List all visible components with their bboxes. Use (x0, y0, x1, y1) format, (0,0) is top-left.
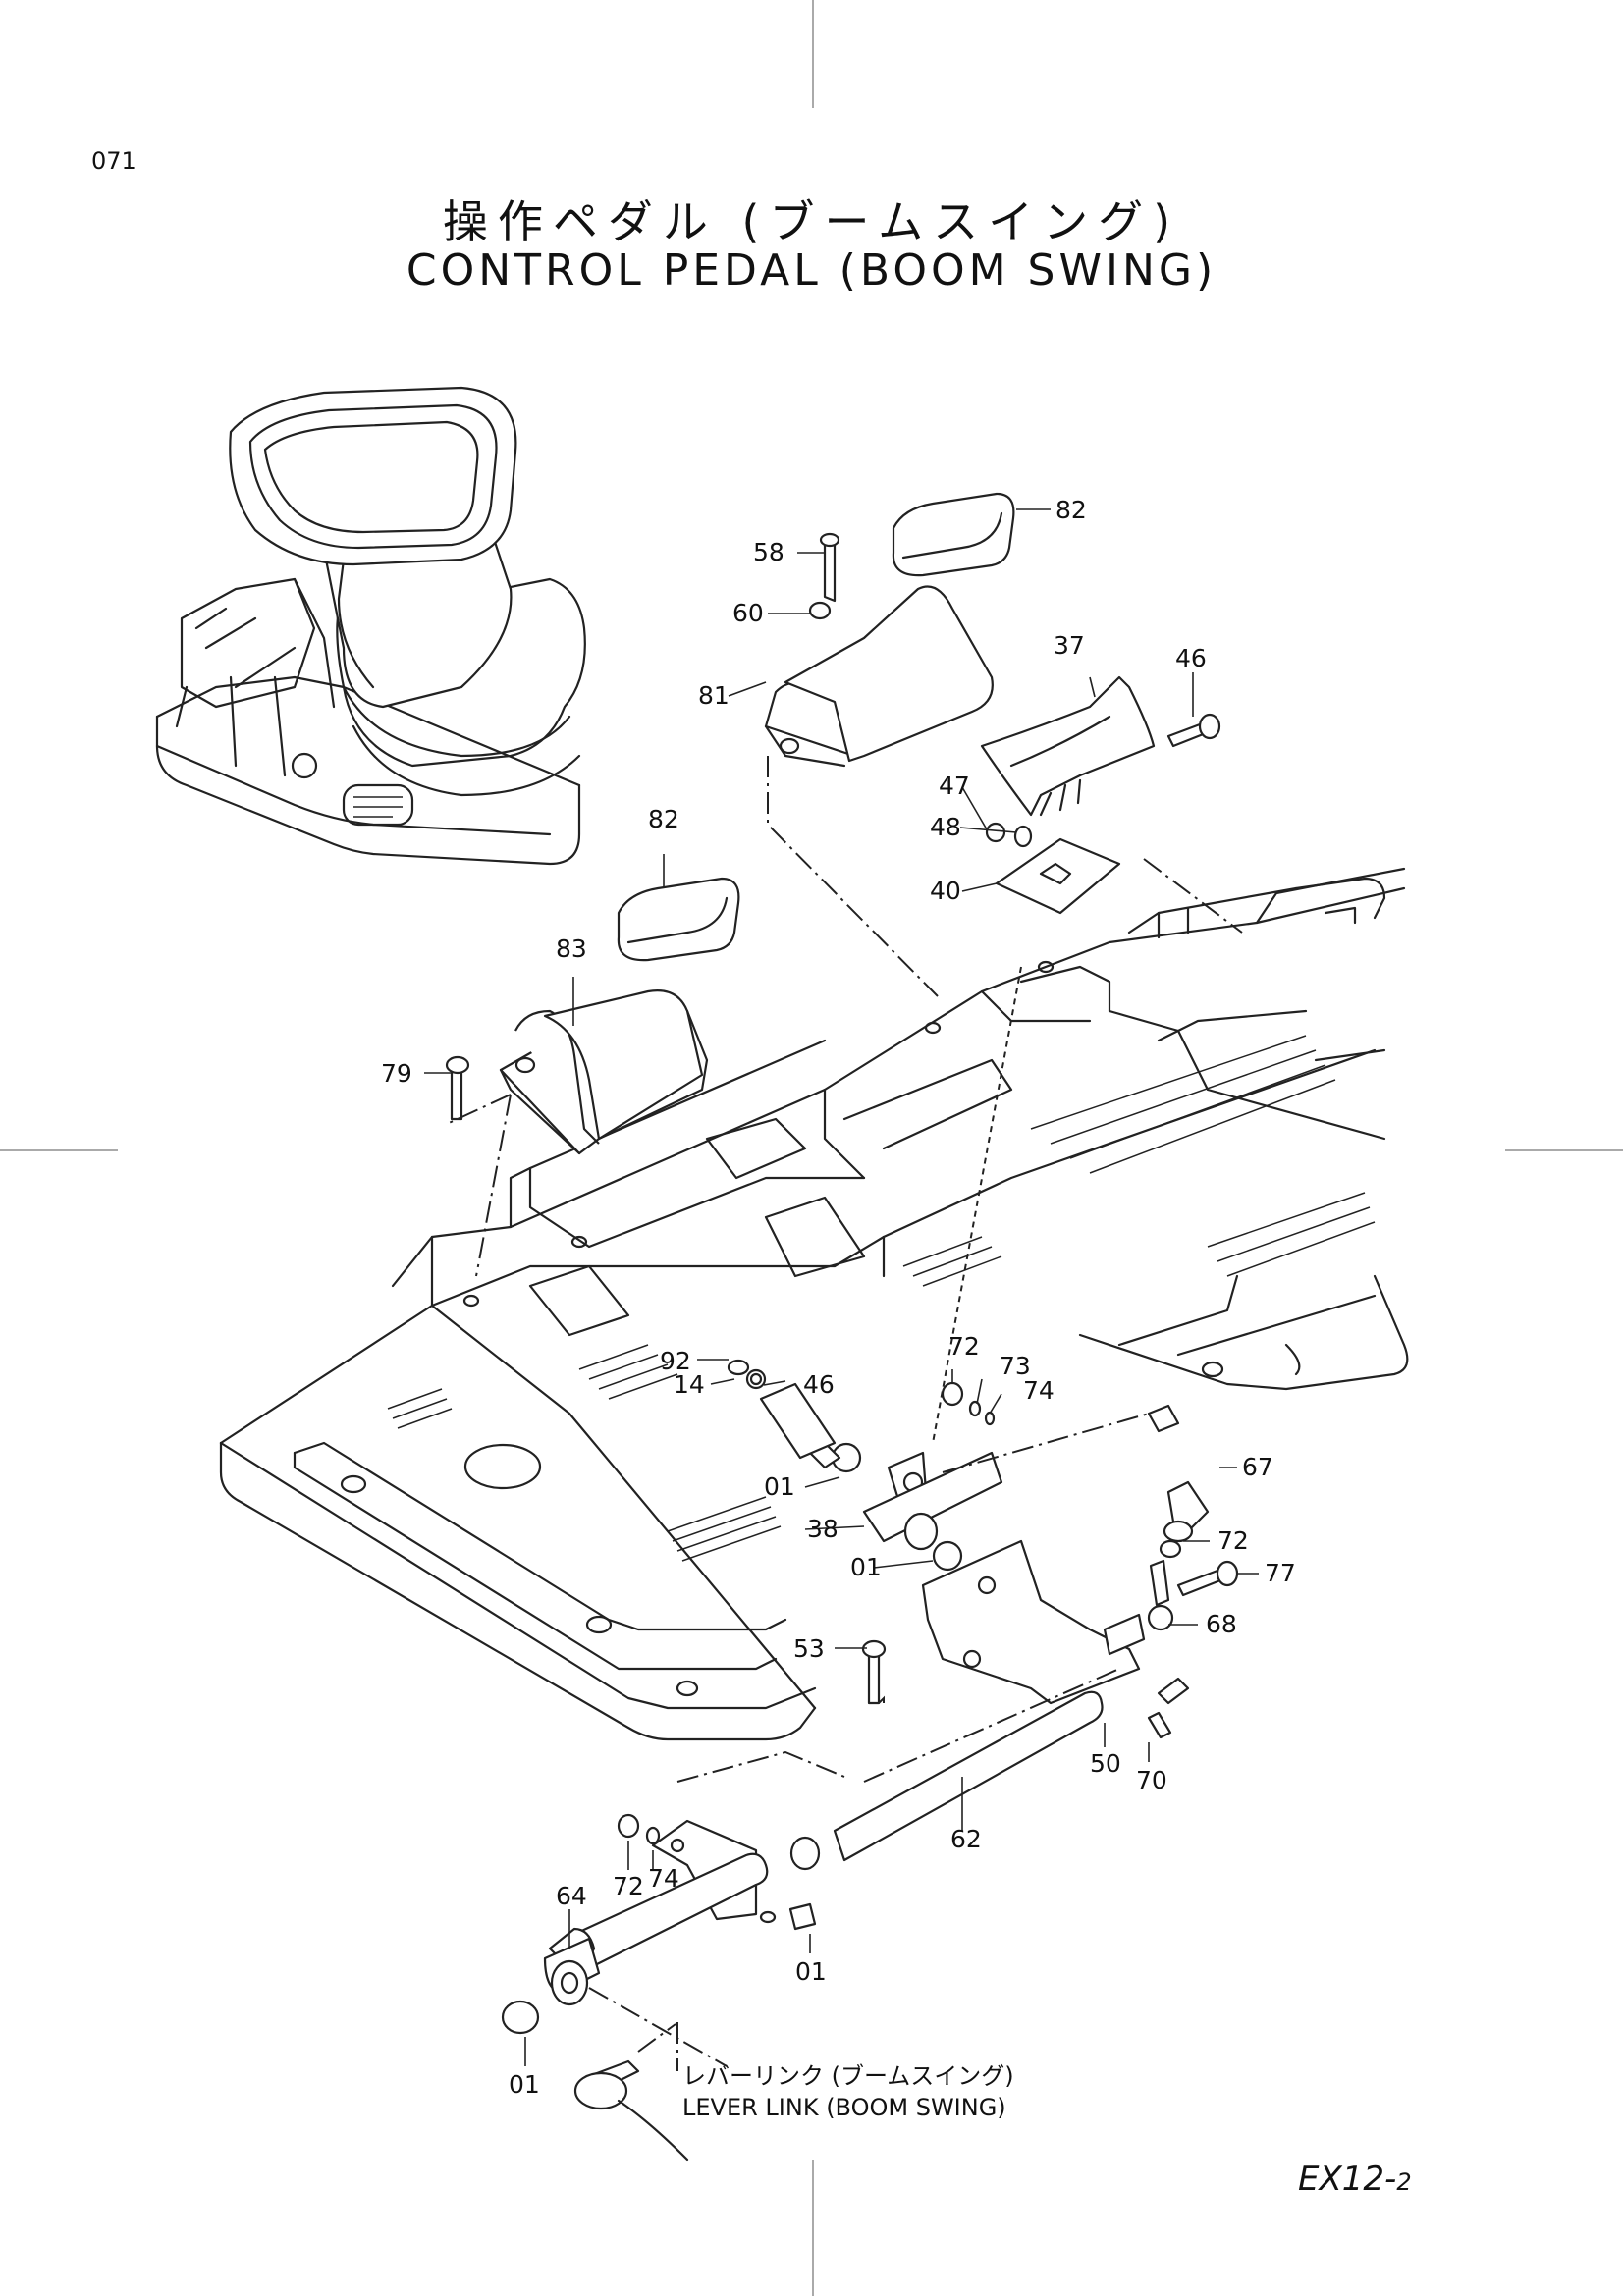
callout-79: 79 (381, 1059, 412, 1088)
callout-82: 82 (1055, 496, 1087, 524)
callout-38: 38 (807, 1515, 839, 1543)
callout-47: 47 (939, 772, 970, 800)
callout-74: 74 (1023, 1376, 1055, 1405)
callout-60: 60 (732, 599, 764, 627)
model-code-main: EX12- (1298, 2160, 1397, 2199)
callout-74: 74 (648, 1864, 679, 1893)
callout-62: 62 (950, 1825, 982, 1853)
callout-50: 50 (1090, 1749, 1121, 1778)
leader-lines (424, 508, 1259, 2066)
callout-83: 83 (556, 934, 587, 963)
fasteners (445, 532, 1239, 2162)
assembly-lines (446, 756, 1243, 2071)
model-code: EX12-2 (1298, 2160, 1412, 2199)
callout-14: 14 (674, 1370, 705, 1399)
callout-01: 01 (509, 2070, 540, 2099)
callout-37: 37 (1054, 631, 1085, 660)
callout-72: 72 (1217, 1526, 1249, 1555)
callout-labels: 82 58 60 81 37 46 47 48 40 82 83 79 92 1… (381, 496, 1296, 2099)
cab-floor-plate (219, 867, 1409, 1741)
page-number: 071 (91, 147, 136, 175)
callout-58: 58 (753, 538, 784, 566)
note-japanese: レバーリンク (ブームスイング) (682, 2062, 1014, 2090)
pedal-linkage (501, 1407, 1190, 2035)
title-japanese: 操作ペダル (ブームスイング) (442, 195, 1181, 248)
callout-67: 67 (1242, 1453, 1273, 1481)
callout-82: 82 (648, 805, 679, 833)
lever-link-note: レバーリンク (ブームスイング) LEVER LINK (BOOM SWING) (682, 2062, 1014, 2121)
callout-01: 01 (764, 1472, 795, 1501)
callout-01: 01 (795, 1957, 827, 1986)
callout-68: 68 (1206, 1610, 1237, 1638)
callout-72: 72 (948, 1332, 980, 1361)
callout-01: 01 (850, 1553, 882, 1581)
note-english: LEVER LINK (BOOM SWING) (682, 2094, 1006, 2121)
callout-48: 48 (930, 813, 961, 841)
callout-92: 92 (660, 1347, 691, 1375)
pedal-cover-left (499, 877, 740, 1155)
callout-72: 72 (613, 1872, 644, 1900)
machine-overview-illustration (155, 386, 586, 866)
callout-40: 40 (930, 877, 961, 905)
callout-70: 70 (1136, 1766, 1167, 1794)
callout-46: 46 (1175, 644, 1207, 672)
pedal-cover-upper (764, 492, 1015, 768)
callout-64: 64 (556, 1882, 587, 1910)
title-english: CONTROL PEDAL (BOOM SWING) (406, 245, 1217, 295)
callout-81: 81 (698, 681, 730, 710)
pedal-37 (980, 675, 1156, 915)
callout-53: 53 (793, 1634, 825, 1663)
callout-77: 77 (1265, 1559, 1296, 1587)
callout-46: 46 (803, 1370, 835, 1399)
model-code-sub: 2 (1396, 2168, 1412, 2196)
callout-73: 73 (1000, 1352, 1031, 1380)
